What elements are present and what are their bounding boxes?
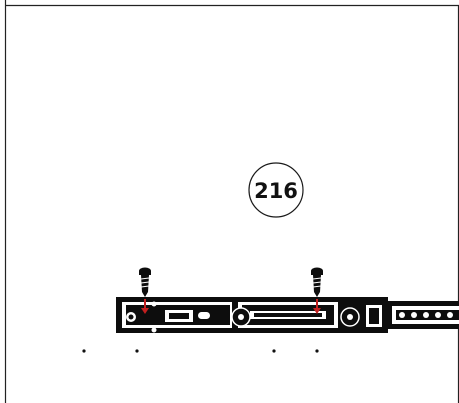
- step-circle: [248, 162, 304, 218]
- step-number: 216: [254, 179, 298, 203]
- front-oval-hole: [198, 312, 210, 319]
- screw-right: [311, 267, 323, 314]
- panel-frame: [4, 0, 459, 403]
- drawer-slide-rail: [116, 297, 459, 333]
- marker-dot: [272, 349, 276, 353]
- marker-dot: [315, 349, 319, 353]
- step-badge: 216: [248, 162, 304, 218]
- marker-dot: [135, 349, 139, 353]
- marker-dots: [82, 349, 319, 353]
- marker-dot: [82, 349, 86, 353]
- screw-left: [139, 267, 151, 314]
